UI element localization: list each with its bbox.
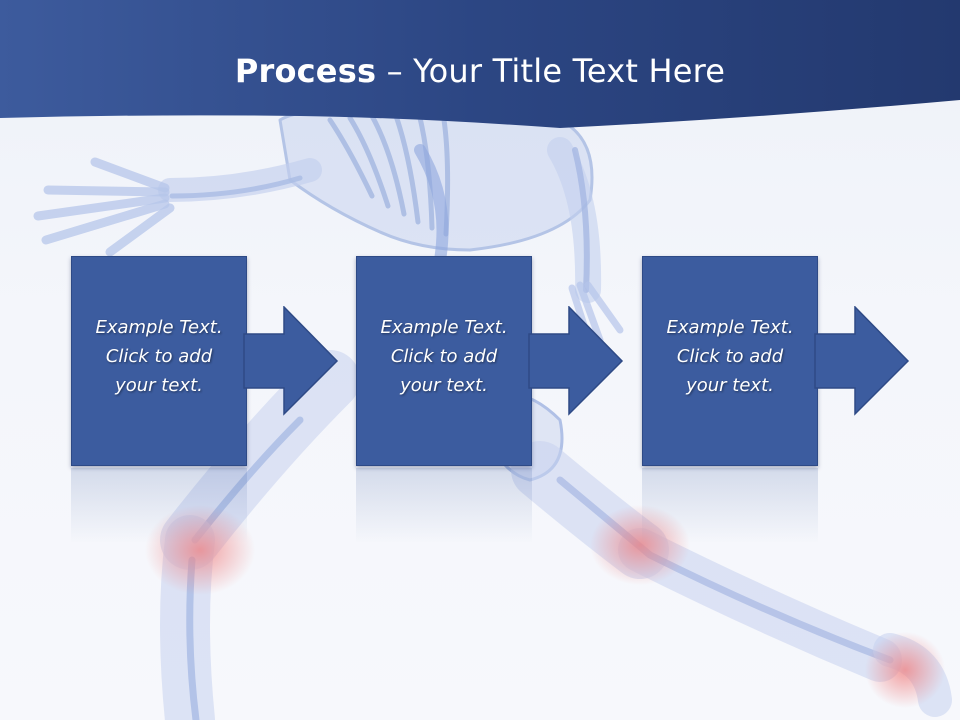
title-rest: – Your Title Text Here xyxy=(376,52,726,90)
right-arrow-icon xyxy=(814,306,910,416)
step-text-1: Example Text. Click to add your text. xyxy=(72,313,246,400)
step-text-line: Example Text. xyxy=(666,317,794,338)
process-step-2: Example Text. Click to add your text. xyxy=(356,256,624,466)
step-reflection xyxy=(642,468,818,543)
title-bold: Process xyxy=(234,52,377,90)
step-text-line: Click to add xyxy=(390,346,498,367)
step-reflection xyxy=(71,468,247,543)
page-title[interactable]: Process – Your Title Text Here xyxy=(0,52,960,90)
step-text-3: Example Text. Click to add your text. xyxy=(643,313,817,400)
step-text-line: Click to add xyxy=(676,346,784,367)
step-box-2[interactable]: Example Text. Click to add your text. xyxy=(356,256,532,466)
right-arrow-icon xyxy=(243,306,339,416)
step-reflection xyxy=(356,468,532,543)
step-text-line: Example Text. xyxy=(95,317,223,338)
step-text-line: your text. xyxy=(115,375,203,396)
step-text-line: your text. xyxy=(686,375,774,396)
step-text-line: your text. xyxy=(400,375,488,396)
step-text-line: Example Text. xyxy=(380,317,508,338)
right-arrow-icon xyxy=(528,306,624,416)
process-step-3: Example Text. Click to add your text. xyxy=(642,256,910,466)
step-box-1[interactable]: Example Text. Click to add your text. xyxy=(71,256,247,466)
step-text-2: Example Text. Click to add your text. xyxy=(357,313,531,400)
step-box-3[interactable]: Example Text. Click to add your text. xyxy=(642,256,818,466)
title-banner: Process – Your Title Text Here xyxy=(0,0,960,140)
step-text-line: Click to add xyxy=(105,346,213,367)
process-step-1: Example Text. Click to add your text. xyxy=(71,256,339,466)
